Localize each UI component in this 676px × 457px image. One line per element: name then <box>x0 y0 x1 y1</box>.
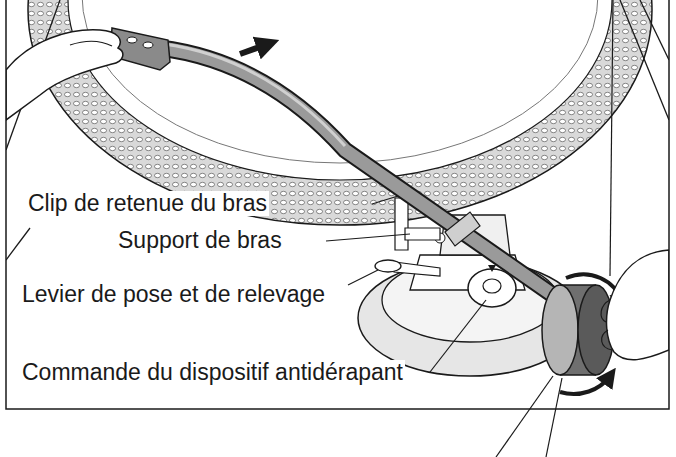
leader-line <box>372 196 398 204</box>
arm-clip <box>395 198 408 250</box>
tone-arm <box>160 44 560 300</box>
left-hand <box>6 30 123 120</box>
part-label: Support de bras <box>116 228 284 253</box>
leader-line <box>496 376 553 457</box>
leader-line <box>326 234 410 241</box>
right-hand-fingers <box>601 300 612 350</box>
counterweight <box>542 285 614 375</box>
arm-collar <box>445 212 480 246</box>
part-label: Clip de retenue du bras <box>26 191 269 216</box>
platter-mat-edge <box>82 0 598 163</box>
right-sleeve-line <box>640 0 669 60</box>
part-label: Commande du dispositif antidérapant <box>20 360 405 385</box>
knob-outer <box>468 269 516 307</box>
right-sleeve-line <box>620 0 669 120</box>
counterweight-ring <box>542 285 578 375</box>
part-label: Levier de pose et de relevage <box>20 282 327 307</box>
leader-line <box>348 270 378 285</box>
leader-lines <box>326 0 613 457</box>
rotation-arrow <box>560 376 610 394</box>
leader-line <box>546 378 562 457</box>
knob-index-mark <box>488 265 496 272</box>
frame-content <box>6 0 669 394</box>
deck-edge-line <box>6 228 30 260</box>
headshell-slot <box>127 37 137 43</box>
figure-frame <box>6 0 669 409</box>
leader-line <box>430 300 486 372</box>
right-hand <box>607 250 669 360</box>
direction-arrow <box>240 44 268 54</box>
arm-tube <box>160 48 560 300</box>
arm-tube-outline <box>160 48 560 300</box>
left-hand-finger <box>70 41 112 46</box>
arm-rest <box>405 228 440 240</box>
lift-lever-paddle <box>375 260 401 272</box>
counterweight-edges <box>560 285 596 375</box>
arm-tube-highlight <box>163 44 345 146</box>
headshell-slot <box>143 42 153 48</box>
leader-line <box>610 0 613 276</box>
knob-center <box>483 279 501 293</box>
